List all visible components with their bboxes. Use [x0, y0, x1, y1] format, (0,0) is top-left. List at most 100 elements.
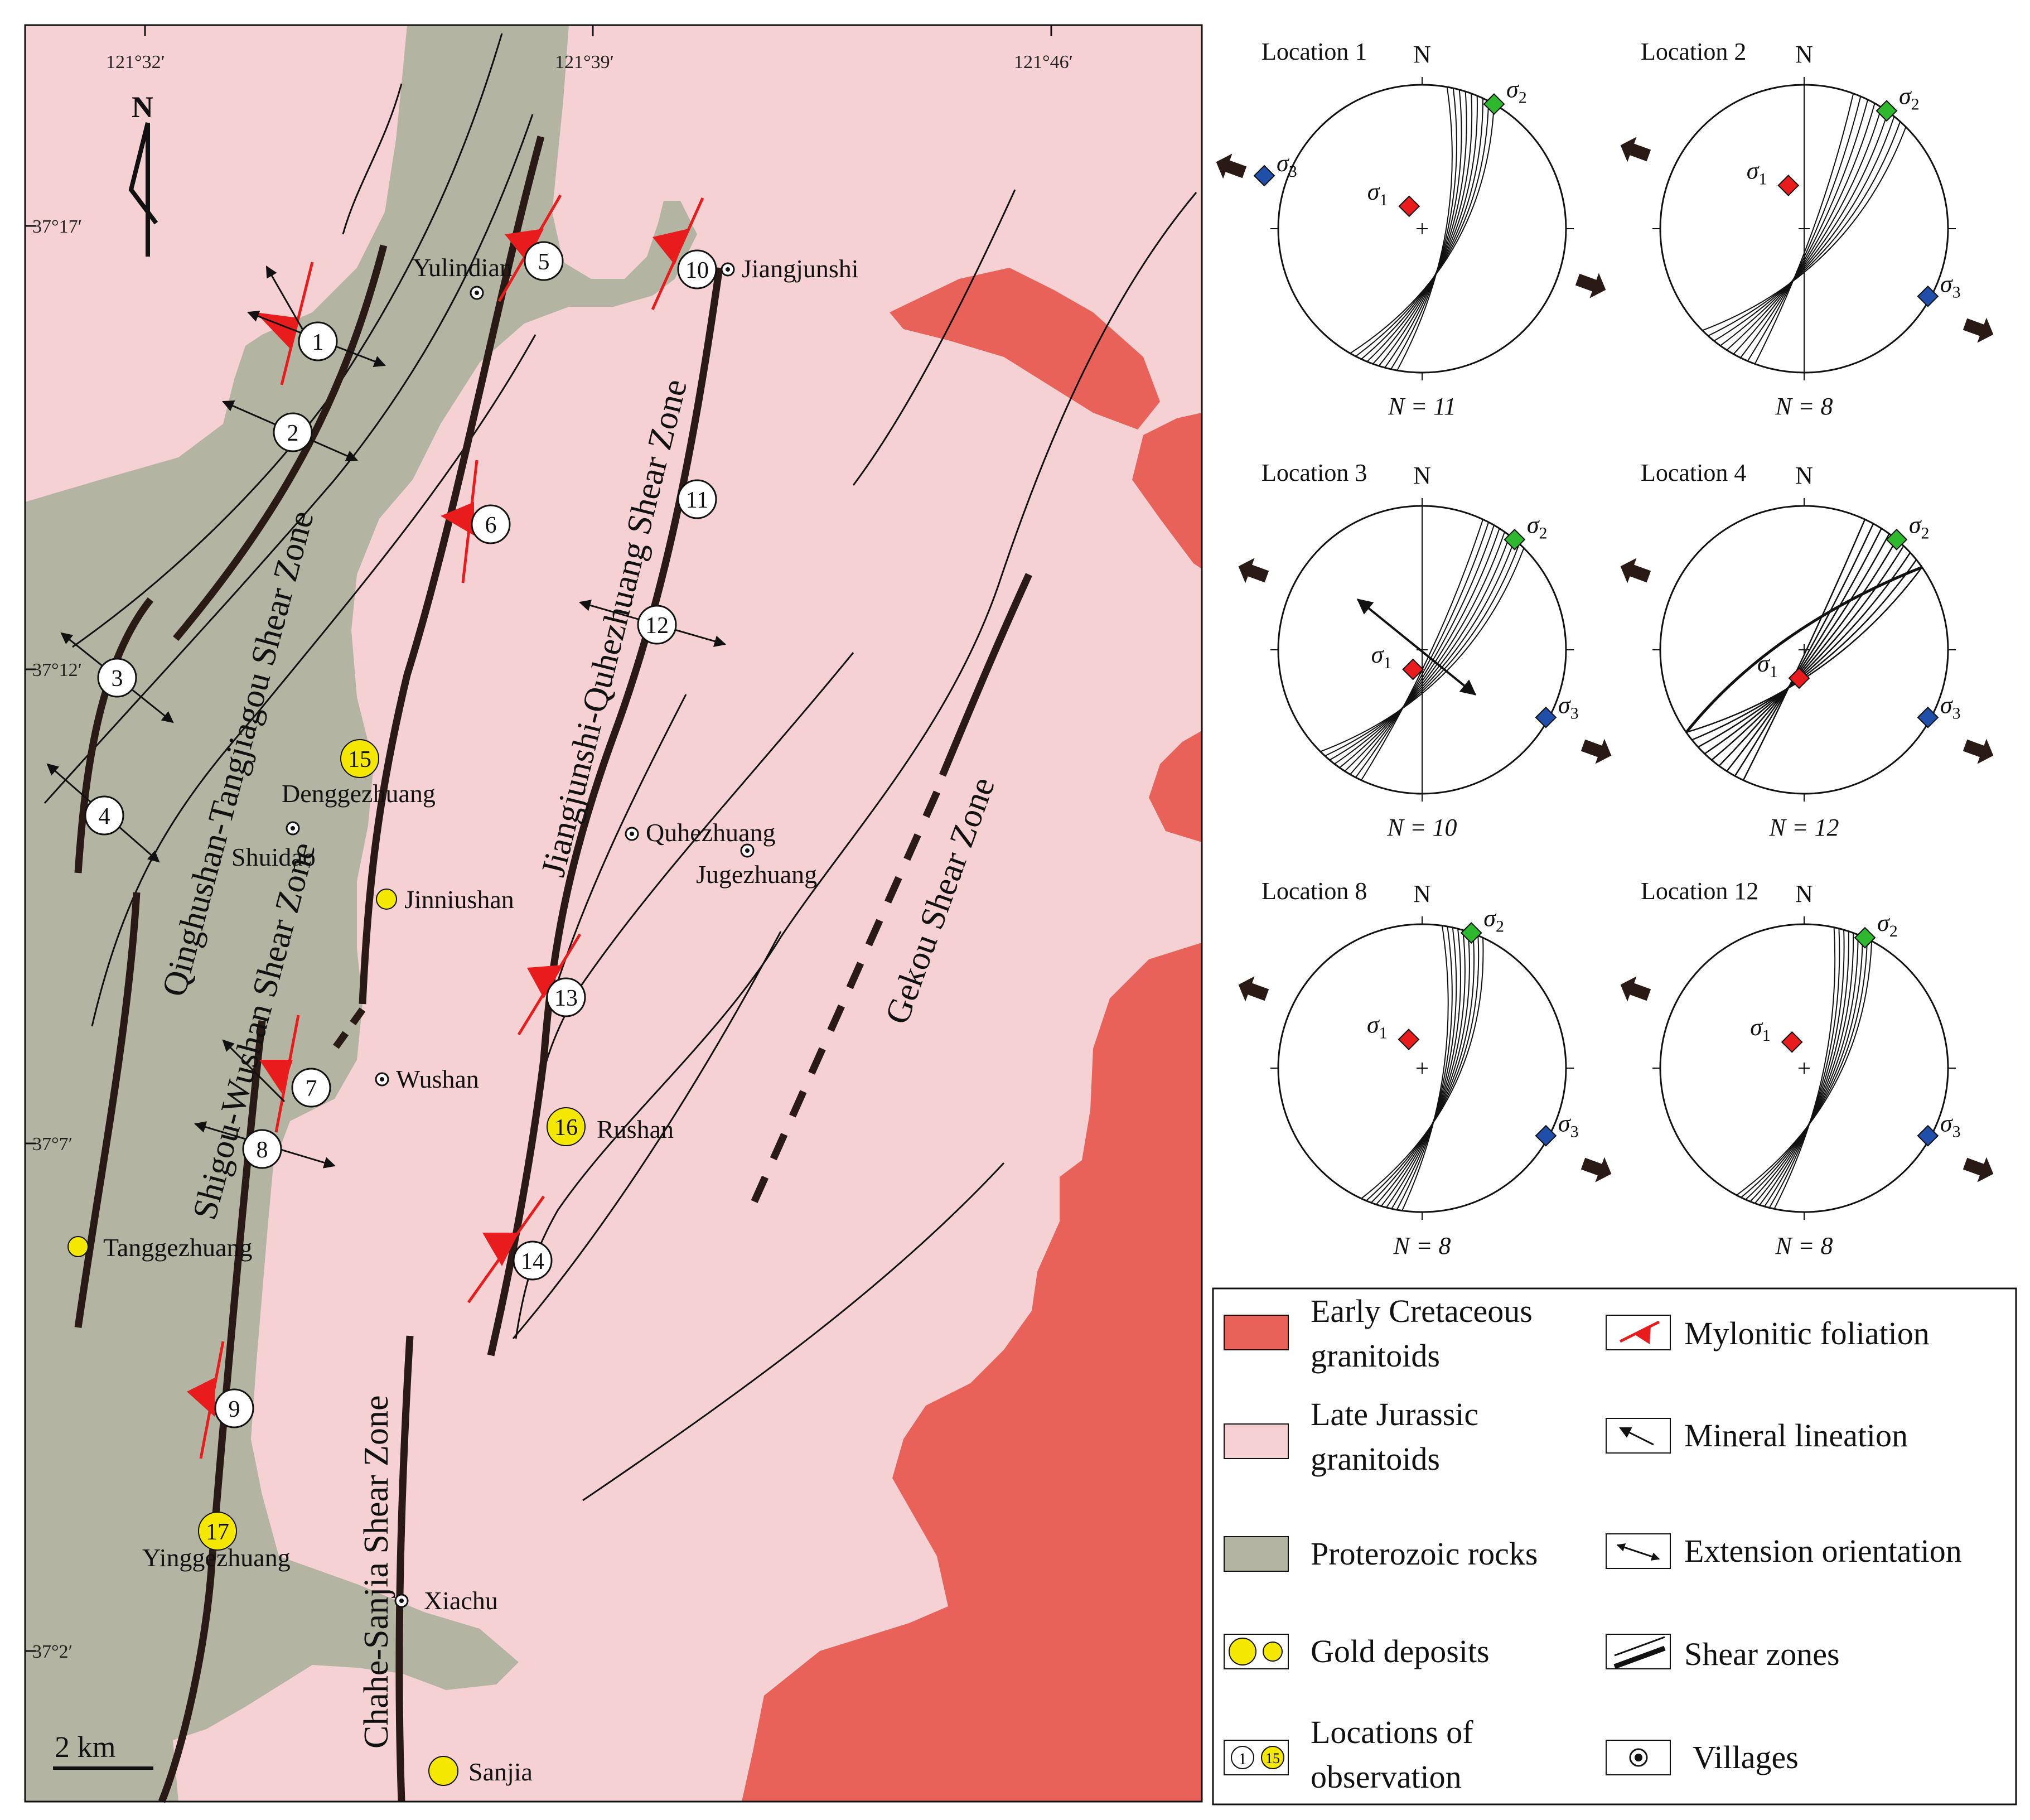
- location-label: 14: [521, 1249, 544, 1275]
- great-circles: [1686, 519, 1923, 781]
- legend-location-sample-15: 15: [1265, 1750, 1280, 1766]
- location-label: 13: [554, 986, 578, 1011]
- lat-label-2: 37°12′: [32, 660, 82, 680]
- village-shuidao: Shuidao: [231, 821, 316, 871]
- location-marker-11: 11: [677, 479, 717, 519]
- villages: Yulindian Jiangjunshi Shuidao Quhezhuang…: [231, 253, 859, 1615]
- shigou-wushan-shear-zone: [359, 136, 545, 1005]
- village-label: Xiachu: [424, 1586, 498, 1615]
- north-arrow: N: [128, 90, 158, 257]
- foliation-loc14: [467, 1195, 545, 1304]
- extension-arrow-east: [1575, 273, 1606, 298]
- sigma2-label: σ2: [1527, 511, 1548, 542]
- sigma3-marker: [1535, 706, 1557, 728]
- shigou-west-shear: [74, 892, 141, 1328]
- foliation-loc6: [441, 460, 478, 583]
- lat-label-1: 37°17′: [32, 216, 82, 237]
- legend-label: Villages: [1693, 1739, 1799, 1775]
- sigma2-marker: [1854, 926, 1876, 949]
- gold-deposit-tanggezhuang: Tanggezhuang: [67, 1233, 253, 1262]
- village-label: Shuidao: [231, 843, 316, 871]
- extension-arrow-west: [1238, 558, 1269, 583]
- extension-arrow-east: [1963, 738, 1994, 764]
- north-arrow-icon: [128, 122, 158, 257]
- sigma1-label: σ1: [1371, 641, 1392, 672]
- sigma2-label: σ2: [1506, 76, 1527, 107]
- map-frame: [24, 24, 1203, 1803]
- sigma3-marker: [1917, 285, 1939, 307]
- location-label: 3: [112, 666, 123, 692]
- sigma2-marker: [1483, 93, 1505, 115]
- legend-label: Early Cretaceous: [1311, 1293, 1533, 1329]
- sigma2-marker: [1504, 528, 1526, 551]
- stereonet-north-label: N: [1413, 880, 1431, 907]
- legend-label: granitoids: [1311, 1441, 1440, 1477]
- sigma1-label: σ1: [1750, 1013, 1771, 1045]
- stereonet-title: Location 12: [1641, 877, 1758, 905]
- observation-locations: 1 2 3 4 5 6 7 8 9 10 11 12 13 14: [84, 241, 717, 1428]
- extension-arrow-west: [1238, 976, 1269, 1002]
- gold-deposit-yinggezhuang: 17 Yinggezhuang: [142, 1512, 291, 1572]
- village-label: Quhezhuang: [646, 818, 775, 847]
- location-label: 4: [99, 804, 110, 829]
- gold-deposit-rushan: 16 Rushan: [547, 1107, 674, 1146]
- foliation-loc7: [259, 1015, 300, 1133]
- village-jugezhuang: Jugezhuang: [696, 843, 817, 889]
- stereonet-title: Location 3: [1262, 459, 1367, 486]
- legend-label: observation: [1311, 1759, 1462, 1795]
- location-label-17: 17: [206, 1519, 229, 1545]
- sigma3-label: σ3: [1558, 1109, 1579, 1141]
- legend-label: granitoids: [1311, 1338, 1440, 1374]
- extension-arrow-east: [1963, 1157, 1994, 1182]
- gold-deposit-label: Denggezhuang: [282, 779, 436, 808]
- stereonet-count: N = 8: [1393, 1232, 1451, 1259]
- stereonet-north-label: N: [1795, 41, 1813, 68]
- legend-shear-zones: Shear zones: [1606, 1634, 1840, 1672]
- village-wushan: Wushan: [375, 1065, 479, 1093]
- stereonet-title: Location 2: [1641, 38, 1746, 65]
- location-marker-9: 9: [214, 1388, 254, 1428]
- location-label-15: 15: [348, 747, 371, 773]
- extension-arrow-east: [1580, 1157, 1612, 1182]
- sigma2-marker: [1886, 528, 1908, 551]
- unit-early-cretaceous-east-edge: [1132, 413, 1202, 569]
- sigma2-label: σ2: [1909, 511, 1930, 542]
- extension-arrow-west: [1216, 153, 1247, 179]
- legend: Early Cretaceous granitoids Late Jurassi…: [1212, 1287, 2017, 1805]
- extension-arrow-east: [1580, 738, 1612, 764]
- legend-late-jurassic: Late Jurassic granitoids: [1224, 1396, 1478, 1477]
- legend-early-cretaceous: Early Cretaceous granitoids: [1224, 1293, 1533, 1374]
- legend-label: Mylonitic foliation: [1684, 1315, 1930, 1351]
- stereonet-north-label: N: [1413, 462, 1431, 489]
- gold-deposit-label: Tanggezhuang: [103, 1233, 253, 1262]
- sigma3-label: σ3: [1940, 270, 1961, 301]
- sigma1-label: σ1: [1747, 157, 1767, 188]
- location-label: 8: [257, 1137, 268, 1163]
- stereonet-count: N = 8: [1775, 393, 1833, 420]
- sigma1-marker: [1398, 1029, 1420, 1050]
- jiangjunshi-quhezhuang-shear-zone: [487, 267, 723, 1356]
- great-circles: [1361, 925, 1484, 1211]
- village-label: Jiangjunshi: [742, 254, 859, 283]
- legend-extension-orientation: Extension orientation: [1606, 1533, 1962, 1569]
- stereonet-count: N = 12: [1768, 814, 1839, 841]
- map-coordinates: 121°32′ 121°39′ 121°46′ 37°17′ 37°12′ 37…: [25, 25, 1073, 1662]
- village-quhezhuang: Quhezhuang: [625, 818, 775, 847]
- geologic-map: 121°32′ 121°39′ 121°46′ 37°17′ 37°12′ 37…: [24, 24, 1203, 1803]
- stereonet-north-label: N: [1795, 880, 1813, 907]
- location-label: 6: [485, 513, 497, 538]
- sigma1-label: σ1: [1757, 650, 1778, 681]
- location-label: 12: [645, 613, 669, 639]
- village-label: Jugezhuang: [696, 860, 817, 889]
- location-marker-7: 7: [291, 1068, 331, 1108]
- sigma3-label: σ3: [1277, 149, 1297, 181]
- lat-label-3: 37°7′: [32, 1134, 72, 1155]
- village-xiachu: Xiachu: [394, 1586, 498, 1615]
- scale-bar: 2 km: [53, 1730, 153, 1770]
- legend-proterozoic: Proterozoic rocks: [1224, 1536, 1538, 1572]
